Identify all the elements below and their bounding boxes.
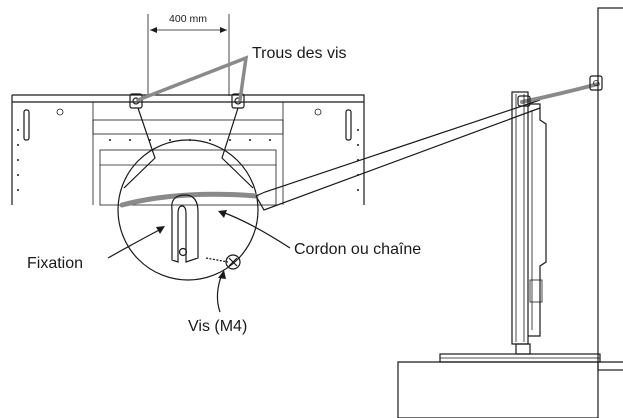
display-rear-panel (11, 93, 365, 206)
cord-callout: Cordon ou chaîne (218, 210, 421, 258)
screw-callout: Vis (M4) (188, 270, 247, 335)
screw-icon (205, 254, 241, 270)
screw-holes-label: Trous des vis (252, 45, 347, 62)
dimension-label: 400 mm (169, 13, 207, 25)
bracket-label: Fixation (27, 255, 83, 272)
wall-and-stand (397, 7, 623, 418)
vent-dots (17, 129, 359, 191)
screw-holes-callout: Trous des vis (136, 45, 347, 102)
dimension-400mm: 400 mm (147, 13, 230, 96)
screw-label: Vis (M4) (188, 318, 247, 335)
magnifier-detail (117, 107, 259, 281)
cord-to-wall (255, 82, 600, 211)
display-side-view (439, 91, 601, 363)
bracket-callout: Fixation (27, 226, 165, 272)
bracket-icon (171, 194, 199, 263)
cord-label: Cordon ou chaîne (294, 241, 421, 258)
